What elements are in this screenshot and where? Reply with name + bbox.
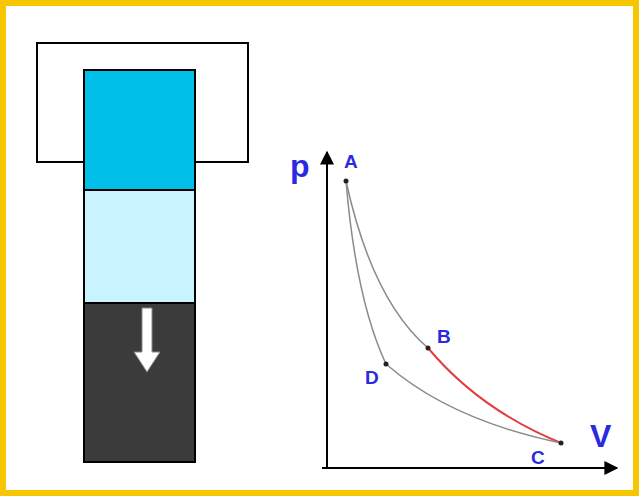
expanded-gas — [84, 190, 195, 303]
point-label: A — [344, 152, 358, 171]
adiabat-bc — [428, 348, 561, 443]
point-label: D — [365, 368, 379, 387]
isotherm-ab — [346, 181, 428, 348]
state-point — [426, 346, 431, 351]
p-axis — [326, 152, 328, 468]
point-label: B — [437, 327, 451, 346]
v-axis — [322, 467, 617, 469]
gas-region — [84, 70, 195, 190]
isotherm-cd — [386, 364, 561, 443]
frame — [3, 3, 636, 493]
adiabat-da — [346, 181, 386, 364]
motion-arrow — [134, 308, 160, 372]
state-point — [559, 441, 564, 446]
state-point — [384, 362, 389, 367]
axis-label: V — [590, 420, 611, 452]
point-label: C — [531, 448, 545, 467]
axis-label: p — [290, 150, 310, 182]
state-point — [344, 179, 349, 184]
piston — [84, 303, 195, 462]
